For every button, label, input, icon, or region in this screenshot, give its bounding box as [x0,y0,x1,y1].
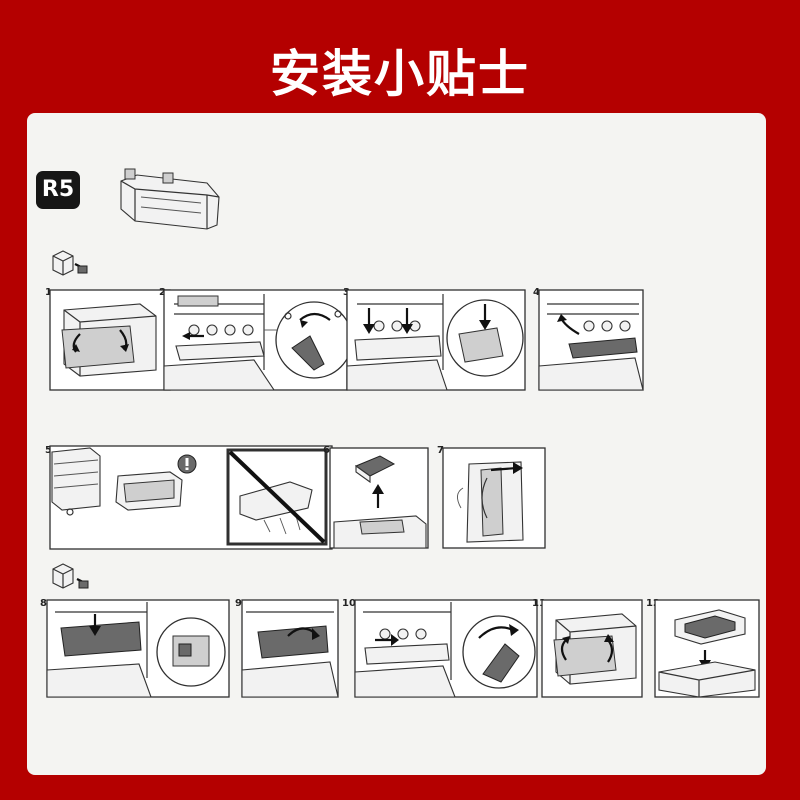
step-10-lock-container [354,599,538,698]
install-box-icon [52,563,89,589]
step-number: 2 [159,287,166,298]
step-number: 8 [40,598,47,609]
step-number: 12 [646,598,660,609]
step-number: 9 [235,598,242,609]
step-1-open-front-cover [49,289,171,391]
step-11-close-front-cover [541,599,643,698]
step-number: 10 [342,598,356,609]
step-number: 6 [323,445,330,456]
step-6-insert-new-container [329,447,429,549]
step-8-insert-container [46,599,230,698]
part-code-badge: R5 [36,171,80,209]
step-number: 4 [533,287,540,298]
step-3-press-down [346,289,526,391]
step-5-keep-level-warning [49,445,333,550]
step-4-pull-out-container [538,289,644,391]
step-number: 1 [45,287,52,298]
page-title: 安装小贴士 [270,45,530,103]
step-2-unlock-container [163,289,353,391]
step-number: 7 [437,445,444,456]
step-number: 11 [532,598,546,609]
remove-box-icon [52,250,88,276]
step-12-pack-old-container [654,599,760,698]
waste-toner-container-illustration [120,168,220,230]
instruction-sheet: R5 1 2 [27,113,766,775]
step-7-bag-old-container [442,447,546,549]
step-9-push-in [241,599,339,698]
step-number: 5 [45,445,52,456]
